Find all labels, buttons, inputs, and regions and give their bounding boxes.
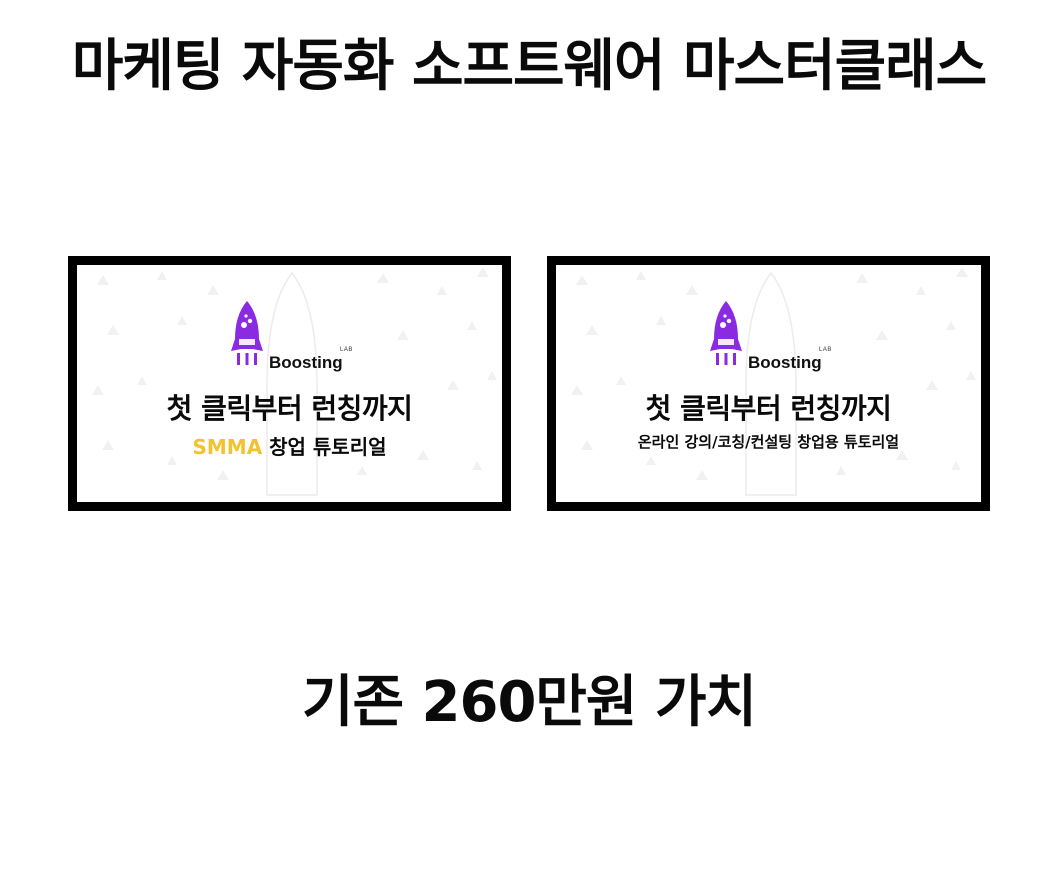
rocket-icon [231, 301, 263, 365]
page-title: 마케팅 자동화 소프트웨어 마스터클래스 [71, 34, 987, 99]
brand-name: Boosting [269, 353, 343, 372]
value-caption: 기존 260만원 가치 [301, 670, 757, 735]
boosting-lab-logo: Boosting LAB [704, 299, 831, 389]
course-card-online-course[interactable]: Boosting LAB 첫 클릭부터 런칭까지 온라인 강의/코칭/컨설팅 창… [547, 256, 990, 511]
card-background-pattern [571, 267, 976, 496]
rocket-icon [710, 301, 742, 365]
course-card-smma[interactable]: Boosting LAB 첫 클릭부터 런칭까지 SMMA 창업 튜토리얼 [68, 256, 511, 511]
card-subtitle-accent: SMMA [192, 435, 263, 459]
boosting-lab-logo: Boosting LAB [225, 299, 352, 389]
brand-suffix: LAB [340, 347, 353, 353]
brand-name: Boosting [748, 353, 822, 372]
card-headline: 첫 클릭부터 런칭까지 [166, 392, 413, 425]
card-subtitle-text: 온라인 강의/코칭/컨설팅 창업용 튜토리얼 [637, 433, 900, 451]
card-background-pattern [92, 267, 497, 496]
brand-suffix: LAB [819, 347, 832, 353]
card-subtitle-text: 창업 튜토리얼 [269, 435, 387, 459]
card-subtitle: SMMA 창업 튜토리얼 [77, 431, 502, 460]
card-headline: 첫 클릭부터 런칭까지 [645, 392, 892, 425]
card-subtitle: 온라인 강의/코칭/컨설팅 창업용 튜토리얼 [556, 431, 981, 452]
